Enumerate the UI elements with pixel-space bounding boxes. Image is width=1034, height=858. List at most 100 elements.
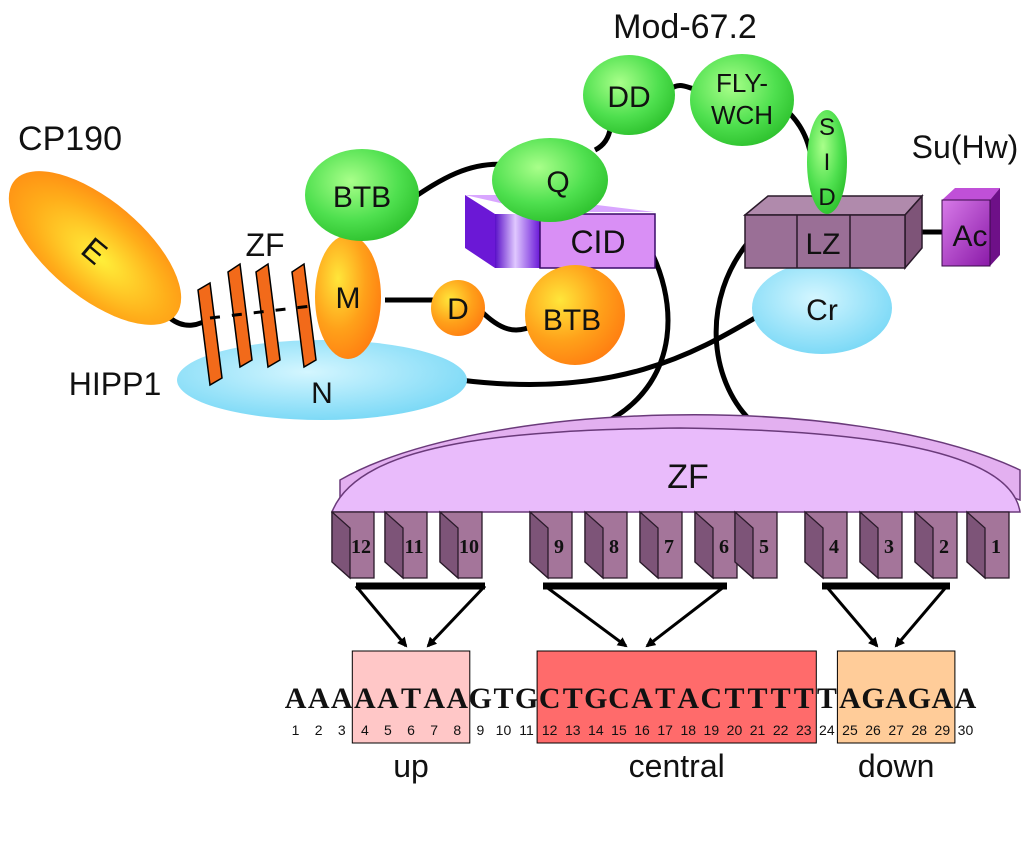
mod-q-domain	[492, 138, 608, 222]
mod-dd-domain	[583, 55, 675, 135]
dna-region-label: up	[393, 748, 429, 784]
zinc-finger-8: 8	[584, 510, 628, 580]
zinc-finger-3: 3	[859, 510, 903, 580]
zinc-finger-label: 10	[459, 536, 479, 558]
dna-base: A	[285, 682, 307, 715]
cp190-protein: CP190 E N HIPP1 ZF M BTB D	[8, 120, 485, 420]
dna-base: T	[655, 682, 675, 715]
dna-position: 23	[796, 722, 812, 738]
zinc-finger-label: 11	[405, 536, 424, 558]
cp190-m-label: M	[336, 282, 361, 315]
dna-position: 15	[611, 722, 627, 738]
zinc-finger-label: 2	[939, 536, 949, 558]
dna-base: T	[724, 682, 744, 715]
dna-region-central	[536, 650, 817, 744]
mod-protein: Mod-67.2 CID Q BTB DD FLY- WCH	[465, 8, 794, 365]
dna-position: 11	[519, 722, 534, 738]
zinc-finger-9: 9	[529, 510, 573, 580]
dna-base: C	[701, 682, 723, 715]
mod-sid-label-1: S	[819, 114, 835, 141]
dna-position: 17	[657, 722, 673, 738]
dna-position: 4	[361, 722, 369, 738]
dna-position: 27	[888, 722, 904, 738]
dna-region-up	[351, 650, 471, 744]
zinc-finger-label: 7	[664, 536, 674, 558]
dna-position: 19	[704, 722, 720, 738]
dna-base: T	[401, 682, 421, 715]
dna-position: 29	[935, 722, 951, 738]
dna-base: C	[539, 682, 561, 715]
suhw-ac-label: Ac	[952, 220, 987, 253]
zinc-finger-label: 3	[884, 536, 894, 558]
mod-sid-label-2: I	[824, 149, 831, 176]
zinc-finger-5: 5	[734, 510, 778, 580]
mod-flywch-label-1: FLY-	[716, 68, 768, 98]
mod-label: Mod-67.2	[613, 8, 757, 46]
zinc-finger-11: 11	[384, 510, 428, 580]
dna-position: 3	[338, 722, 346, 738]
dna-base: G	[469, 682, 492, 715]
zinc-finger-2: 2	[914, 510, 958, 580]
dna-position: 20	[727, 722, 743, 738]
zf-linker	[209, 303, 321, 320]
mod-flywch-domain	[690, 54, 794, 146]
mod-q-label: Q	[546, 166, 569, 199]
suhw-lz-label: LZ	[805, 228, 840, 261]
dna-base: A	[354, 682, 376, 715]
dna-position: 9	[476, 722, 484, 738]
dna-position: 6	[407, 722, 415, 738]
mod-sid-domain	[807, 110, 847, 214]
dna-position: 8	[453, 722, 461, 738]
dna-position: 25	[842, 722, 858, 738]
dna-position: 26	[865, 722, 881, 738]
dna-position: 28	[911, 722, 927, 738]
dna-region-label: central	[629, 748, 725, 784]
zinc-finger-label: 6	[719, 536, 729, 558]
dna-position: 21	[750, 722, 766, 738]
zinc-finger-label: 12	[351, 536, 371, 558]
dna-position: 2	[315, 722, 323, 738]
lz-box-front	[744, 214, 906, 269]
dna-position: 5	[384, 722, 392, 738]
cid-label: CID	[570, 224, 625, 260]
dna-base: T	[817, 682, 837, 715]
dna-base: T	[748, 682, 768, 715]
dna-base: G	[584, 682, 607, 715]
zinc-finger-7: 7	[639, 510, 683, 580]
zinc-finger-4: 4	[804, 510, 848, 580]
dna-position: 7	[430, 722, 438, 738]
mod-btb-domain	[525, 265, 625, 365]
cp190-d-label: D	[447, 293, 469, 326]
zinc-finger-6: 6	[694, 510, 738, 580]
suhw-protein: Su(Hw) Cr LZ S I D Ac	[742, 110, 1019, 354]
cp190-btb-label: BTB	[333, 181, 391, 214]
dna-base: C	[608, 682, 630, 715]
zinc-finger-label: 5	[759, 536, 769, 558]
dna-base: T	[794, 682, 814, 715]
zinc-finger-12: 12	[331, 510, 375, 580]
dna-position: 24	[819, 722, 835, 738]
zinc-finger-label: 1	[991, 536, 1001, 558]
cp190-zf-label: ZF	[245, 227, 284, 263]
cid-box-front-left	[495, 214, 540, 268]
mod-flywch-label-2: WCH	[711, 100, 773, 130]
dna-position: 14	[588, 722, 604, 738]
suhw-label: Su(Hw)	[912, 129, 1019, 165]
suhw-cr-label: Cr	[806, 294, 838, 327]
zinc-finger-label: 4	[829, 536, 839, 558]
dna-base: A	[932, 682, 954, 715]
cp190-m-domain	[315, 235, 381, 359]
dna-base: A	[839, 682, 861, 715]
dna-base: A	[955, 682, 977, 715]
dna-position: 1	[292, 722, 300, 738]
hipp1-n-label: N	[311, 377, 333, 410]
cp190-d-domain	[431, 280, 485, 336]
zinc-finger-10: 10	[439, 510, 483, 580]
mod-btb-label: BTB	[543, 304, 601, 337]
hipp1-label: HIPP1	[69, 366, 161, 402]
dna-position: 13	[565, 722, 581, 738]
dna-base: T	[493, 682, 513, 715]
dna-base: A	[423, 682, 445, 715]
